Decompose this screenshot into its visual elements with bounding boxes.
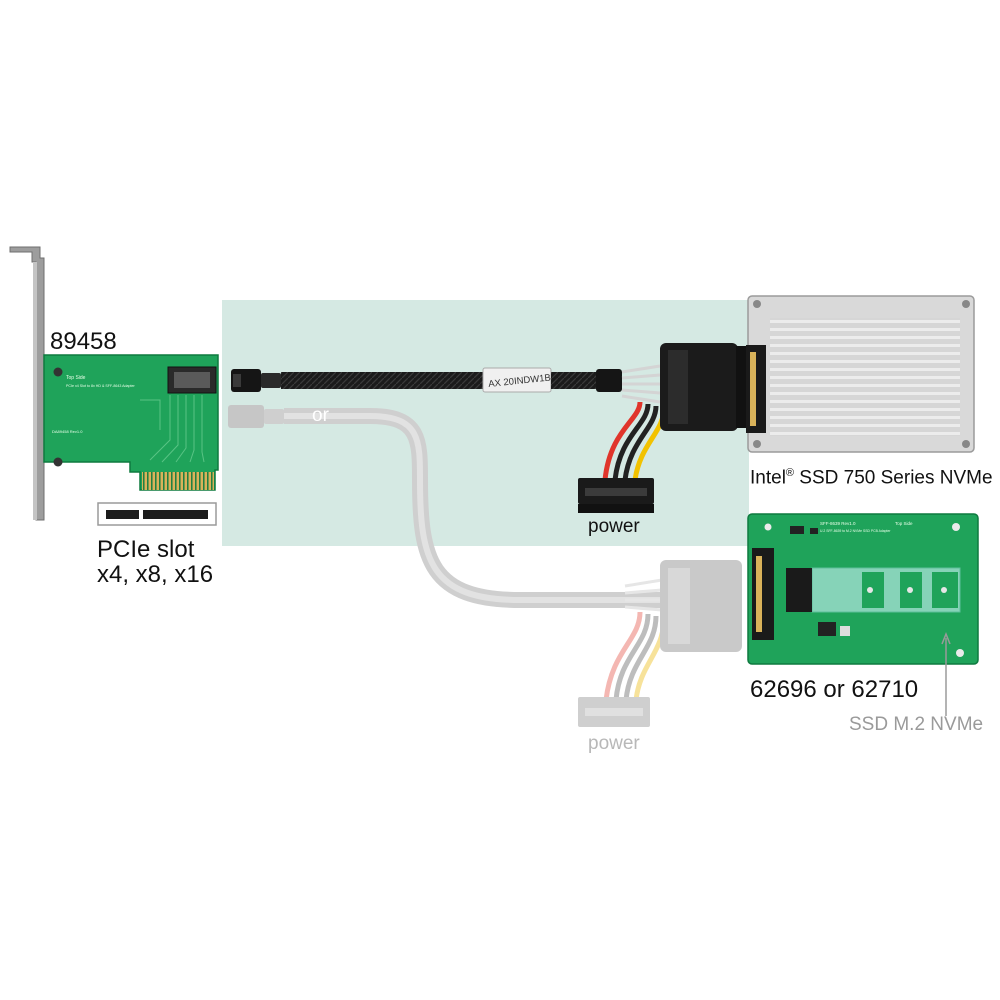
m2-adapter-board: SFF-8639 Rev1.0 Top Side U.2 SFF-8639 to… <box>747 513 979 665</box>
or-label: or <box>312 405 329 426</box>
m2-pointer-arrow <box>941 631 951 716</box>
pcie-slot-sizes-label: x4, x8, x16 <box>97 561 214 588</box>
m2-adapter-numbers: 62696 or 62710 <box>750 676 919 703</box>
m2-ssd-label: SSD M.2 NVMe <box>849 714 984 735</box>
m2-socket <box>786 568 812 612</box>
m2-connector <box>752 548 774 640</box>
m2-pcb-line: U.2 SFF-8639 to M.2 NVMe SSD PCB Adapter <box>820 529 891 533</box>
pcie-slot-drawing <box>97 502 217 526</box>
cable-plug-left-grey <box>228 405 264 428</box>
pcie-gold-fingers <box>142 472 214 490</box>
intel-ssd-label-reg: ® <box>785 467 795 479</box>
black-cable: AX 20INDW1B <box>231 343 746 513</box>
pcb-card-rev-text: DA89458 Rev1.0 <box>52 429 83 434</box>
pcie-slot-label: PCIe slot <box>97 536 195 563</box>
pcie-bracket <box>9 246 45 521</box>
intel-ssd-label-suffix: SSD 750 Series NVMe <box>794 467 993 489</box>
pcb-card-line-text: PCIe x4 Slot to 8x HD & SFF-8643 Adapter <box>66 384 136 388</box>
grey-cable <box>228 405 742 727</box>
adapter-card-number: 89458 <box>50 328 117 355</box>
pcb-top-side-text: Top Side <box>66 375 86 381</box>
intel-ssd <box>746 295 975 453</box>
power-label-top: power <box>588 516 640 537</box>
intel-ssd-label: Intel® SSD 750 Series NVMe <box>750 467 993 489</box>
m2-pcb-top-side: Top Side <box>895 521 913 526</box>
intel-ssd-label-prefix: Intel <box>750 467 786 489</box>
m2-pcb-title: SFF-8639 Rev1.0 <box>820 521 856 526</box>
pcie-adapter-card: Top Side PCIe x4 Slot to 8x HD & SFF-864… <box>9 246 219 521</box>
power-label-bottom: power <box>588 733 640 754</box>
